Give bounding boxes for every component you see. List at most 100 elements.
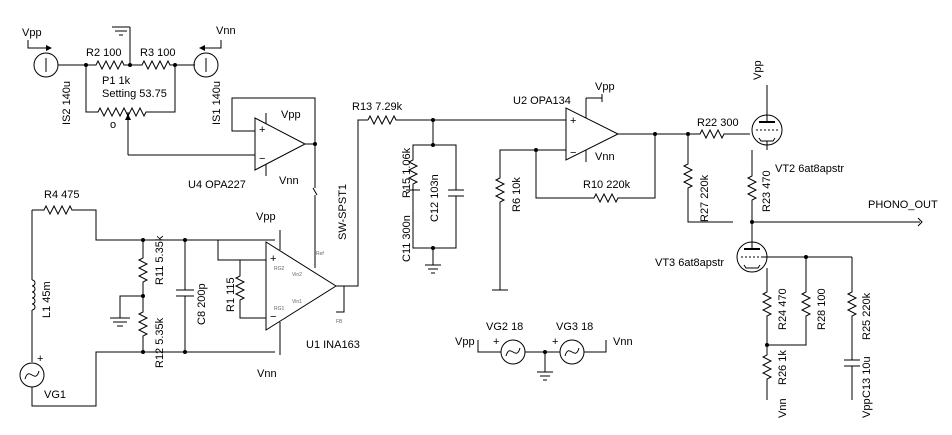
- vpp-label-vg2: Vpp: [455, 336, 475, 348]
- ground-top: [112, 26, 131, 65]
- ground-r11-r12: [110, 294, 145, 327]
- vnn-label-is1: Vnn: [216, 25, 236, 37]
- resistor-r6: R6 10k: [492, 149, 566, 291]
- phono-out-label: PHONO_OUT: [868, 199, 938, 211]
- u1-pin-ref: Ref: [316, 251, 324, 257]
- tube-vt3: VT3 6at8apstr: [655, 222, 852, 273]
- r1-label: R1 115: [225, 277, 237, 312]
- u4-label: U4 OPA227: [188, 179, 246, 191]
- potentiometer-p1: P1 1k Setting 53.75 o: [84, 63, 177, 155]
- u2-label: U2 OPA134: [513, 95, 571, 107]
- resistor-r12: R12 5.35k: [137, 296, 166, 368]
- resistor-r3: R3 100: [130, 47, 195, 71]
- c12-label: C12 103n: [429, 174, 441, 222]
- p1-wiper-mark: o: [110, 119, 116, 131]
- resistor-r10: R10 220k: [534, 132, 657, 204]
- u1-pin-rg1: RG1: [274, 306, 285, 312]
- rc-network: R15 1.06k C12 103n C11 300n: [401, 118, 464, 274]
- resistor-r28: R28 100: [767, 255, 828, 346]
- vpp-label-vt2: Vpp: [752, 60, 764, 80]
- u1-pin-fb: FB: [336, 319, 343, 325]
- r24-label: R24 470: [777, 288, 789, 330]
- vt2-label: VT2 6at8apstr: [775, 163, 844, 175]
- vpp-label-u4: Vpp: [281, 109, 301, 121]
- p1-label: P1 1k: [102, 75, 131, 87]
- c8-label: C8 200p: [196, 283, 208, 325]
- tube-vt2: Vpp VT2 6at8apstr: [751, 60, 844, 175]
- resistor-r4: R4 475: [32, 189, 275, 241]
- is1-label: IS1 140u: [211, 81, 223, 125]
- r27-label: R27 220k: [699, 174, 711, 222]
- r22-label: R22 300: [697, 117, 739, 129]
- opamp-u4: + − Vpp Vnn U4 OPA227: [128, 97, 317, 191]
- resistor-r27: R27 220k: [682, 134, 733, 223]
- inamp-u1: + − RG2 RG1 Vin2 Vin1 Ref FB Vpp Vnn U1 …: [256, 119, 368, 380]
- u1-pin-vin2: Vin2: [292, 272, 302, 278]
- r12-label: R12 5.35k: [154, 317, 166, 368]
- switch-sw-spst1: SW-SPST1: [312, 144, 349, 250]
- l1-label: L1 45m: [41, 281, 53, 318]
- resistor-r13: R13 7.29k: [352, 101, 566, 126]
- vnn-label-u1: Vnn: [257, 368, 277, 380]
- r13-label: R13 7.29k: [352, 101, 403, 113]
- u4-minus: −: [259, 153, 265, 165]
- r3-label: R3 100: [140, 47, 175, 59]
- vnn-label-u2: Vnn: [595, 151, 615, 163]
- r2-label: R2 100: [86, 47, 121, 59]
- u2-plus: +: [570, 115, 576, 127]
- is2-label: IS2 140u: [61, 81, 73, 125]
- vpp-label-c13: Vpp: [861, 398, 873, 418]
- resistor-r22: R22 300: [655, 117, 750, 140]
- inductor-l1: L1 45m: [31, 210, 53, 362]
- u2-minus: −: [570, 147, 576, 159]
- c11-label: C11 300n: [401, 215, 413, 262]
- vpp-label-is2: Vpp: [22, 27, 42, 39]
- r15-label: R15 1.06k: [401, 147, 413, 198]
- resistor-r11: R11 5.35k: [137, 235, 166, 296]
- vt3-label: VT3 6at8apstr: [655, 257, 724, 269]
- resistor-r25: R25 220k: [846, 257, 873, 360]
- p1-setting-label: Setting 53.75: [102, 88, 167, 100]
- u4-plus: +: [259, 124, 265, 136]
- vg3-label: VG3 18: [556, 321, 593, 333]
- resistor-r1: R1 115: [217, 240, 266, 319]
- resistor-r24: R24 470: [761, 268, 789, 345]
- source-vg1: + VG1: [19, 351, 275, 407]
- vg2-plus: +: [493, 336, 499, 348]
- vg1-plus: +: [37, 353, 43, 365]
- current-source-is1: Vnn IS1 140u: [193, 25, 236, 125]
- vg3-plus: +: [552, 336, 558, 348]
- r11-label: R11 5.35k: [154, 235, 166, 285]
- r23-label: R23 470: [761, 170, 773, 212]
- vnn-label-vt3: Vnn: [777, 398, 789, 418]
- u1-pin-rg2: RG2: [274, 266, 285, 272]
- r25-label: R25 220k: [861, 292, 873, 340]
- r4-label: R4 475: [44, 189, 79, 201]
- vg1-label: VG1: [44, 389, 66, 401]
- r10-label: R10 220k: [583, 179, 631, 191]
- resistor-r26: R26 1k Vnn: [761, 343, 789, 418]
- opamp-u2: + − Vpp Vnn U2 OPA134: [513, 81, 655, 163]
- capacitor-c8: C8 200p: [176, 240, 208, 352]
- vg2-label: VG2 18: [486, 321, 523, 333]
- u1-plus: +: [270, 253, 276, 265]
- sw-label: SW-SPST1: [337, 184, 349, 240]
- vpp-label-u2: Vpp: [595, 81, 615, 93]
- vpp-label-u1: Vpp: [256, 211, 276, 223]
- u1-minus: −: [270, 311, 276, 323]
- supply-sources: Vpp + VG2 18 + VG3 18 Vnn: [455, 321, 633, 381]
- vnn-label-vg3: Vnn: [613, 336, 633, 348]
- r6-label: R6 10k: [511, 177, 523, 212]
- u1-label: U1 INA163: [306, 339, 360, 351]
- resistor-r2: R2 100: [86, 47, 130, 71]
- resistor-r23: R23 470 PHONO_OUT: [746, 150, 938, 227]
- current-source-is2: Vpp IS2 140u: [22, 27, 86, 125]
- r28-label: R28 100: [816, 288, 828, 330]
- c13-label: C13 10u: [861, 356, 873, 398]
- r26-label: R26 1k: [777, 350, 789, 385]
- capacitor-c13: C13 10u Vpp: [844, 356, 873, 418]
- u1-pin-vin1: Vin1: [292, 299, 302, 305]
- vnn-label-u4: Vnn: [279, 175, 299, 187]
